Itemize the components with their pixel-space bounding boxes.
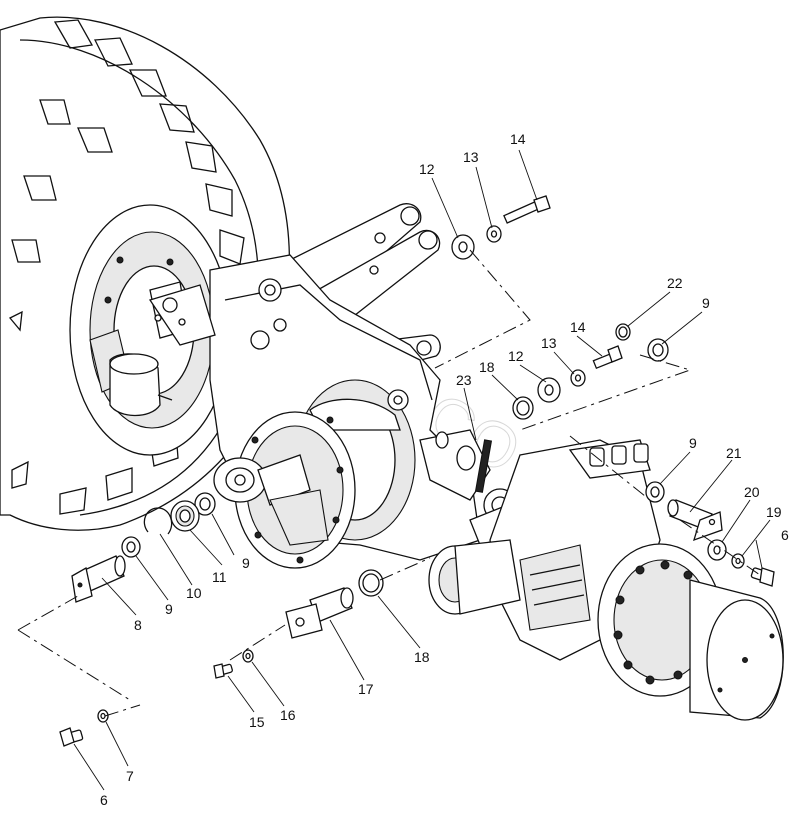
callout-21: 21 [726, 445, 742, 461]
upper-arms [288, 203, 441, 367]
bolt-6-right [750, 567, 775, 587]
washer-9-left-lower [121, 536, 141, 558]
washer-16 [242, 649, 254, 663]
callout-6-right: 6 [781, 527, 789, 543]
callout-9-upper-right: 9 [702, 295, 710, 311]
callout-14-mid: 14 [570, 319, 586, 335]
washer-9-right [645, 481, 665, 503]
callout-8: 8 [134, 617, 142, 633]
pin-8 [71, 555, 126, 603]
callouts: 14 13 12 22 9 14 13 12 18 23 9 21 20 19 … [100, 131, 789, 808]
washer-9-left-upper [194, 492, 216, 516]
callout-15: 15 [249, 714, 265, 730]
bolt-15 [213, 663, 233, 679]
tire [0, 16, 291, 531]
rear-drive-unit [428, 439, 784, 721]
callout-17: 17 [358, 681, 374, 697]
pin-21 [667, 499, 723, 542]
leader-lines [73, 149, 771, 791]
callout-22: 22 [667, 275, 683, 291]
ring-22 [615, 323, 631, 341]
pin-17 [285, 587, 354, 639]
bolt-6-left [59, 727, 84, 747]
callout-10: 10 [186, 585, 202, 601]
callout-16: 16 [280, 707, 296, 723]
callout-7: 7 [126, 768, 134, 784]
callout-20: 20 [744, 484, 760, 500]
washer-12-mid [537, 377, 561, 403]
callout-23: 23 [456, 372, 472, 388]
callout-19: 19 [766, 504, 782, 520]
output-flange [213, 411, 356, 569]
callout-18-mid: 18 [479, 359, 495, 375]
callout-11: 11 [212, 569, 227, 585]
centerlines [17, 249, 761, 717]
washer-9-upper-right [647, 338, 669, 362]
snap-ring-10 [143, 507, 173, 535]
ring-18-mid [512, 396, 534, 420]
bolt-14-mid [592, 345, 623, 370]
callout-18-bottom: 18 [414, 649, 430, 665]
callout-12-mid: 12 [508, 348, 524, 364]
callout-14-top: 14 [510, 131, 526, 147]
callout-9-left-lower: 9 [165, 601, 173, 617]
ring-18-bottom [358, 569, 384, 597]
washer-20 [707, 539, 727, 561]
callout-9-left-upper: 9 [242, 555, 250, 571]
callout-13-mid: 13 [541, 335, 557, 351]
callout-6-left: 6 [100, 792, 108, 808]
callout-13-top: 13 [463, 149, 479, 165]
callout-9-right: 9 [689, 435, 697, 451]
washer-13-mid [570, 369, 586, 387]
pin-23 [435, 431, 493, 493]
washer-13-top [486, 225, 502, 243]
bolt-14-top [503, 195, 551, 224]
washer-12-top [451, 234, 475, 260]
bearing-11 [170, 500, 200, 532]
callout-12-top: 12 [419, 161, 435, 177]
